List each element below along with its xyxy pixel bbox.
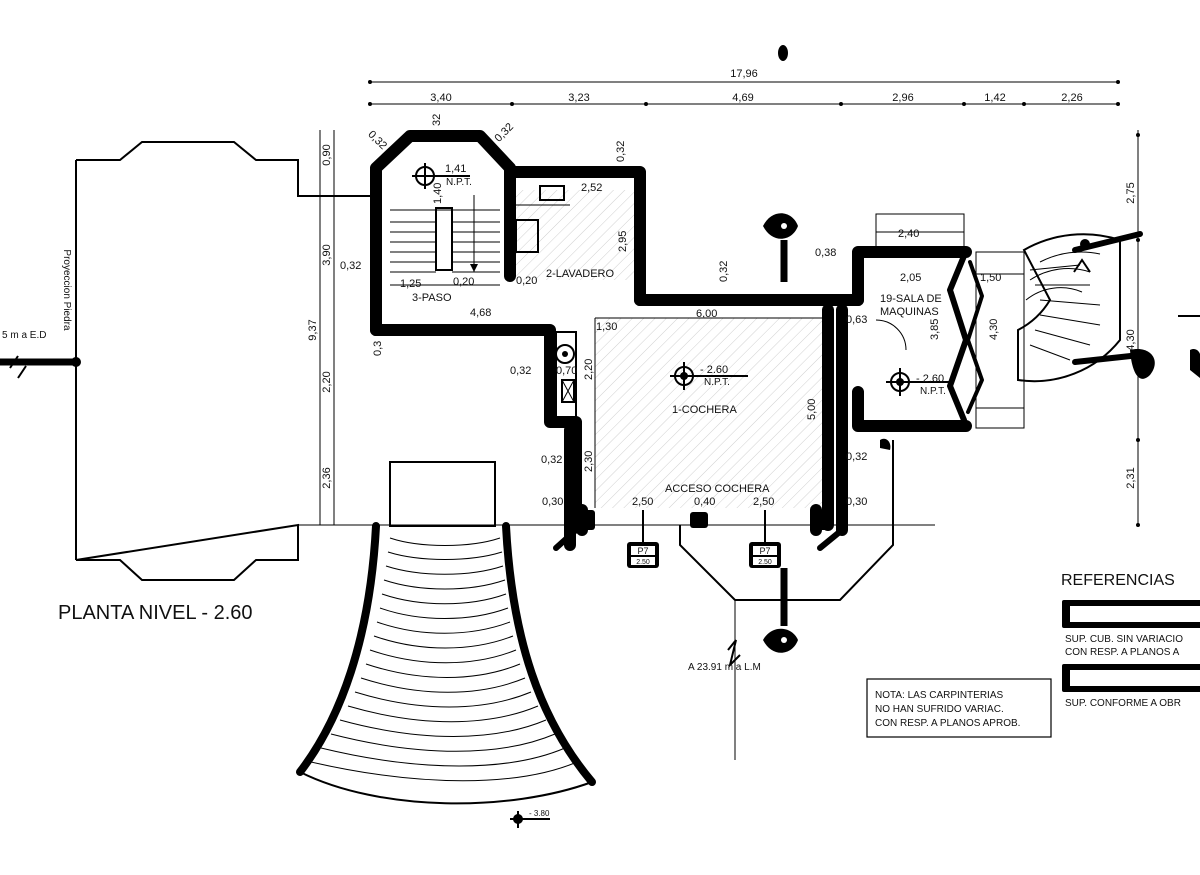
room-cochera: 1-COCHERA	[672, 404, 737, 416]
npt-sala: - 2.60	[916, 373, 944, 385]
nota-line-3: CON RESP. A PLANOS APROB.	[875, 718, 1020, 729]
dim-right-1: 2,75	[1125, 182, 1137, 203]
dim-seg-4: 2,96	[892, 92, 913, 104]
nota-line-2: NO HAN SUFRIDO VARIAC.	[875, 704, 1004, 715]
svg-text:0,32: 0,32	[615, 141, 627, 162]
dim-right-3: 2,31	[1125, 467, 1137, 488]
svg-text:2,50: 2,50	[753, 496, 774, 508]
svg-text:2,05: 2,05	[900, 272, 921, 284]
spiral-stair	[1017, 231, 1143, 383]
north-marker	[778, 45, 788, 61]
svg-text:2,20: 2,20	[583, 359, 595, 380]
npt-cochera: - 2.60	[700, 364, 728, 376]
level-marker-cochera: - 2.60 N.P.T.	[670, 362, 748, 390]
ref-item1-line2: CON RESP. A PLANOS A	[1065, 647, 1180, 658]
dim-141: 1,41	[445, 163, 466, 175]
p7-value-right: 2.50	[758, 559, 772, 566]
svg-text:0,32: 0,32	[365, 128, 389, 152]
svg-text:5,00: 5,00	[806, 399, 818, 420]
svg-text:6,00: 6,00	[696, 308, 717, 320]
plan-title: PLANTA NIVEL - 2.60	[58, 602, 253, 624]
top-dimension-chain: 17,96 3,40 3,23 4,69 2,96 1,42 2,26	[368, 68, 1120, 106]
svg-text:2,50: 2,50	[632, 496, 653, 508]
room-sala-1: 19-SALA DE	[880, 293, 942, 305]
dim-seg-5: 1,42	[984, 92, 1005, 104]
svg-text:0,30: 0,30	[846, 496, 867, 508]
svg-text:1,50: 1,50	[980, 272, 1001, 284]
dim-left-2: 3,90	[321, 244, 333, 265]
svg-text:0,32: 0,32	[846, 451, 867, 463]
right-dimension-chain: 2,75 4,30 2,31	[1125, 130, 1140, 527]
svg-text:0,32: 0,32	[340, 260, 361, 272]
svg-text:3,85: 3,85	[929, 319, 941, 340]
level-marker-sala: - 2.60 N.P.T.	[886, 368, 952, 397]
svg-text:2,40: 2,40	[898, 228, 919, 240]
dim-seg-1: 3,40	[430, 92, 451, 104]
dim-total: 17,96	[730, 68, 758, 80]
dim-right-2: 4,30	[1125, 329, 1137, 350]
svg-text:0,32: 0,32	[510, 365, 531, 377]
dim-left-1: 0,90	[321, 144, 333, 165]
ref-item2-line1: SUP. CONFORME A OBR	[1065, 698, 1181, 709]
svg-text:0,3: 0,3	[372, 341, 384, 356]
level-marker-bottom: - 3.80	[510, 809, 550, 828]
stone-projection: Proyeccion Piedra 5 m a E.D	[0, 141, 370, 581]
svg-text:2,95: 2,95	[617, 231, 629, 252]
svg-text:0,30: 0,30	[542, 496, 563, 508]
svg-text:32: 32	[431, 114, 443, 126]
room-sala-2: MAQUINAS	[880, 306, 939, 318]
dim-seg-2: 3,23	[568, 92, 589, 104]
bottom-ref-label: A 23.91 m a L.M	[688, 662, 761, 673]
dim-left-4: 2,20	[321, 371, 333, 392]
svg-text:4,68: 4,68	[470, 307, 491, 319]
svg-text:0,63: 0,63	[846, 314, 867, 326]
curved-stair	[296, 461, 596, 805]
dim-seg-6: 2,26	[1061, 92, 1082, 104]
npt-sala-label: N.P.T.	[920, 386, 946, 397]
svg-text:0,38: 0,38	[815, 247, 836, 259]
svg-text:1,30: 1,30	[596, 321, 617, 333]
svg-text:0,20: 0,20	[453, 276, 474, 288]
service-marker-top	[763, 213, 798, 282]
svg-text:0,20: 0,20	[516, 275, 537, 287]
npt-stair: N.P.T.	[446, 177, 472, 188]
p7-label-right: P7	[759, 546, 770, 556]
stair-level-marker: 1,41 N.P.T.	[412, 163, 472, 189]
left-dimension-chain: 0,90 3,90 9,37 2,20 2,36	[300, 130, 370, 526]
dim-left-5: 2,36	[321, 467, 333, 488]
sala-maquinas-details	[875, 213, 1025, 429]
svg-text:4,30: 4,30	[988, 319, 1000, 340]
referencias-title: REFERENCIAS	[1061, 572, 1175, 589]
interior-dimensions: 0,32 32 0,32 0,32 1,40 2,52 2,95 0,32 1,…	[340, 114, 1001, 508]
door-p7-left: P7 2.50	[627, 510, 659, 568]
room-paso: 3-PASO	[412, 292, 452, 304]
svg-text:0,70: 0,70	[556, 365, 577, 377]
svg-text:1,25: 1,25	[400, 278, 421, 290]
p7-value-left: 2.50	[636, 559, 650, 566]
svg-text:0,32: 0,32	[541, 454, 562, 466]
svg-text:0,32: 0,32	[492, 121, 516, 145]
npt-cochera-label: N.P.T.	[704, 377, 730, 388]
referencias-legend: REFERENCIAS SUP. CUB. SIN VARIACIO CON R…	[1061, 572, 1200, 709]
nota-line-1: NOTA: LAS CARPINTERIAS	[875, 690, 1004, 701]
room-lavadero: 2-LAVADERO	[546, 268, 615, 280]
dim-left-3: 9,37	[307, 319, 319, 340]
svg-text:1,40: 1,40	[432, 183, 444, 204]
stair-block	[370, 130, 516, 336]
door-p7-right: P7 2.50	[749, 510, 781, 568]
dim-seg-3: 4,69	[732, 92, 753, 104]
ref-item1-line1: SUP. CUB. SIN VARIACIO	[1065, 634, 1183, 645]
svg-text:0,40: 0,40	[694, 496, 715, 508]
service-marker-bottom	[763, 568, 798, 653]
svg-text:2,52: 2,52	[581, 182, 602, 194]
level-bottom: - 3.80	[529, 809, 550, 818]
p7-label-left: P7	[637, 546, 648, 556]
svg-text:0,32: 0,32	[718, 261, 730, 282]
svg-text:2,30: 2,30	[583, 451, 595, 472]
nota-box: NOTA: LAS CARPINTERIAS NO HAN SUFRIDO VA…	[866, 678, 1052, 738]
room-acceso: ACCESO COCHERA	[665, 483, 770, 495]
proyeccion-label: Proyeccion Piedra	[61, 249, 72, 331]
left-edge-label: 5 m a E.D	[2, 330, 46, 341]
